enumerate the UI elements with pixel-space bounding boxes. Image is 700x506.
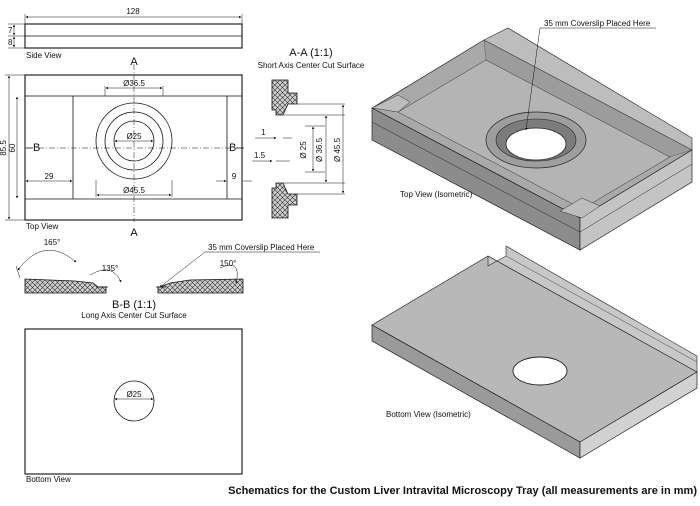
dim-length: 128: [126, 7, 140, 16]
angle-165: 165°: [44, 238, 61, 247]
section-aa-upper-profile: [271, 79, 298, 116]
section-aa-subtitle: Short Axis Center Cut Surface: [258, 61, 365, 70]
dim-d36: Ø36.5: [123, 79, 145, 88]
dim-aa-d45: Ø 45.5: [333, 137, 342, 162]
dim-9: 9: [232, 172, 237, 181]
top-view: A A B B Ø36.5 Ø25 Ø45.5 29 9 85.5 60 Top…: [0, 56, 252, 239]
bottom-view: Ø25 Bottom View: [24, 328, 243, 484]
angle-150: 150°: [220, 259, 237, 268]
bottom-view-label: Bottom View: [26, 475, 71, 484]
bottom-view-outline: [24, 328, 243, 475]
section-bb: 165° 135° 150° 35 mm Coverslip Placed He…: [15, 238, 320, 320]
section-b-left: B: [33, 142, 40, 154]
section-bb-right-profile: [157, 278, 244, 294]
dim-bottom-d25: Ø25: [126, 390, 142, 399]
section-a-bottom: A: [130, 227, 138, 239]
dim-8: 8: [8, 38, 13, 47]
dim-29: 29: [45, 172, 54, 181]
side-view: 128 7 8 Side View: [8, 7, 243, 60]
section-bb-subtitle: Long Axis Center Cut Surface: [81, 311, 187, 320]
section-bb-left-profile: [24, 278, 107, 294]
dim-d25: Ø25: [126, 132, 142, 141]
dim-aa-d25: Ø 25: [299, 141, 308, 159]
section-aa-title: A-A (1:1): [289, 47, 332, 59]
iso-well-hole: [505, 127, 567, 161]
iso-bottom-hole: [512, 356, 568, 386]
top-view-label: Top View: [26, 222, 59, 231]
dim-aa-d36: Ø 36.5: [315, 137, 324, 162]
section-bb-title: B-B (1:1): [112, 299, 156, 311]
bottom-hole: [113, 380, 155, 422]
dim-aa-1: 1: [261, 128, 266, 137]
iso-bottom-view: Bottom View (Isometric): [371, 245, 698, 459]
top-view-outline: [24, 74, 243, 221]
section-a-top: A: [130, 56, 138, 68]
dim-width: 85.5: [0, 140, 8, 156]
coverslip-label-bb: 35 mm Coverslip Placed Here: [208, 243, 315, 252]
section-aa-lower-profile: [271, 182, 298, 219]
dim-inner: 60: [8, 143, 17, 152]
iso-top-view: 35 mm Coverslip Placed Here Top View (Is…: [371, 19, 693, 251]
section-aa: A-A (1:1) Short Axis Center Cut Surface …: [252, 47, 365, 219]
dim-aa-15: 1.5: [254, 151, 266, 160]
section-b-right: B: [229, 142, 236, 154]
iso-top-label: Top View (Isometric): [400, 190, 473, 199]
side-view-label: Side View: [26, 51, 62, 60]
iso-bottom-label: Bottom View (Isometric): [386, 410, 471, 419]
dim-d45: Ø45.5: [123, 186, 145, 195]
angle-135: 135°: [102, 264, 119, 273]
figure-caption: Schematics for the Custom Liver Intravit…: [228, 485, 697, 497]
dim-7: 7: [8, 26, 13, 35]
coverslip-label-iso: 35 mm Coverslip Placed Here: [544, 19, 651, 28]
